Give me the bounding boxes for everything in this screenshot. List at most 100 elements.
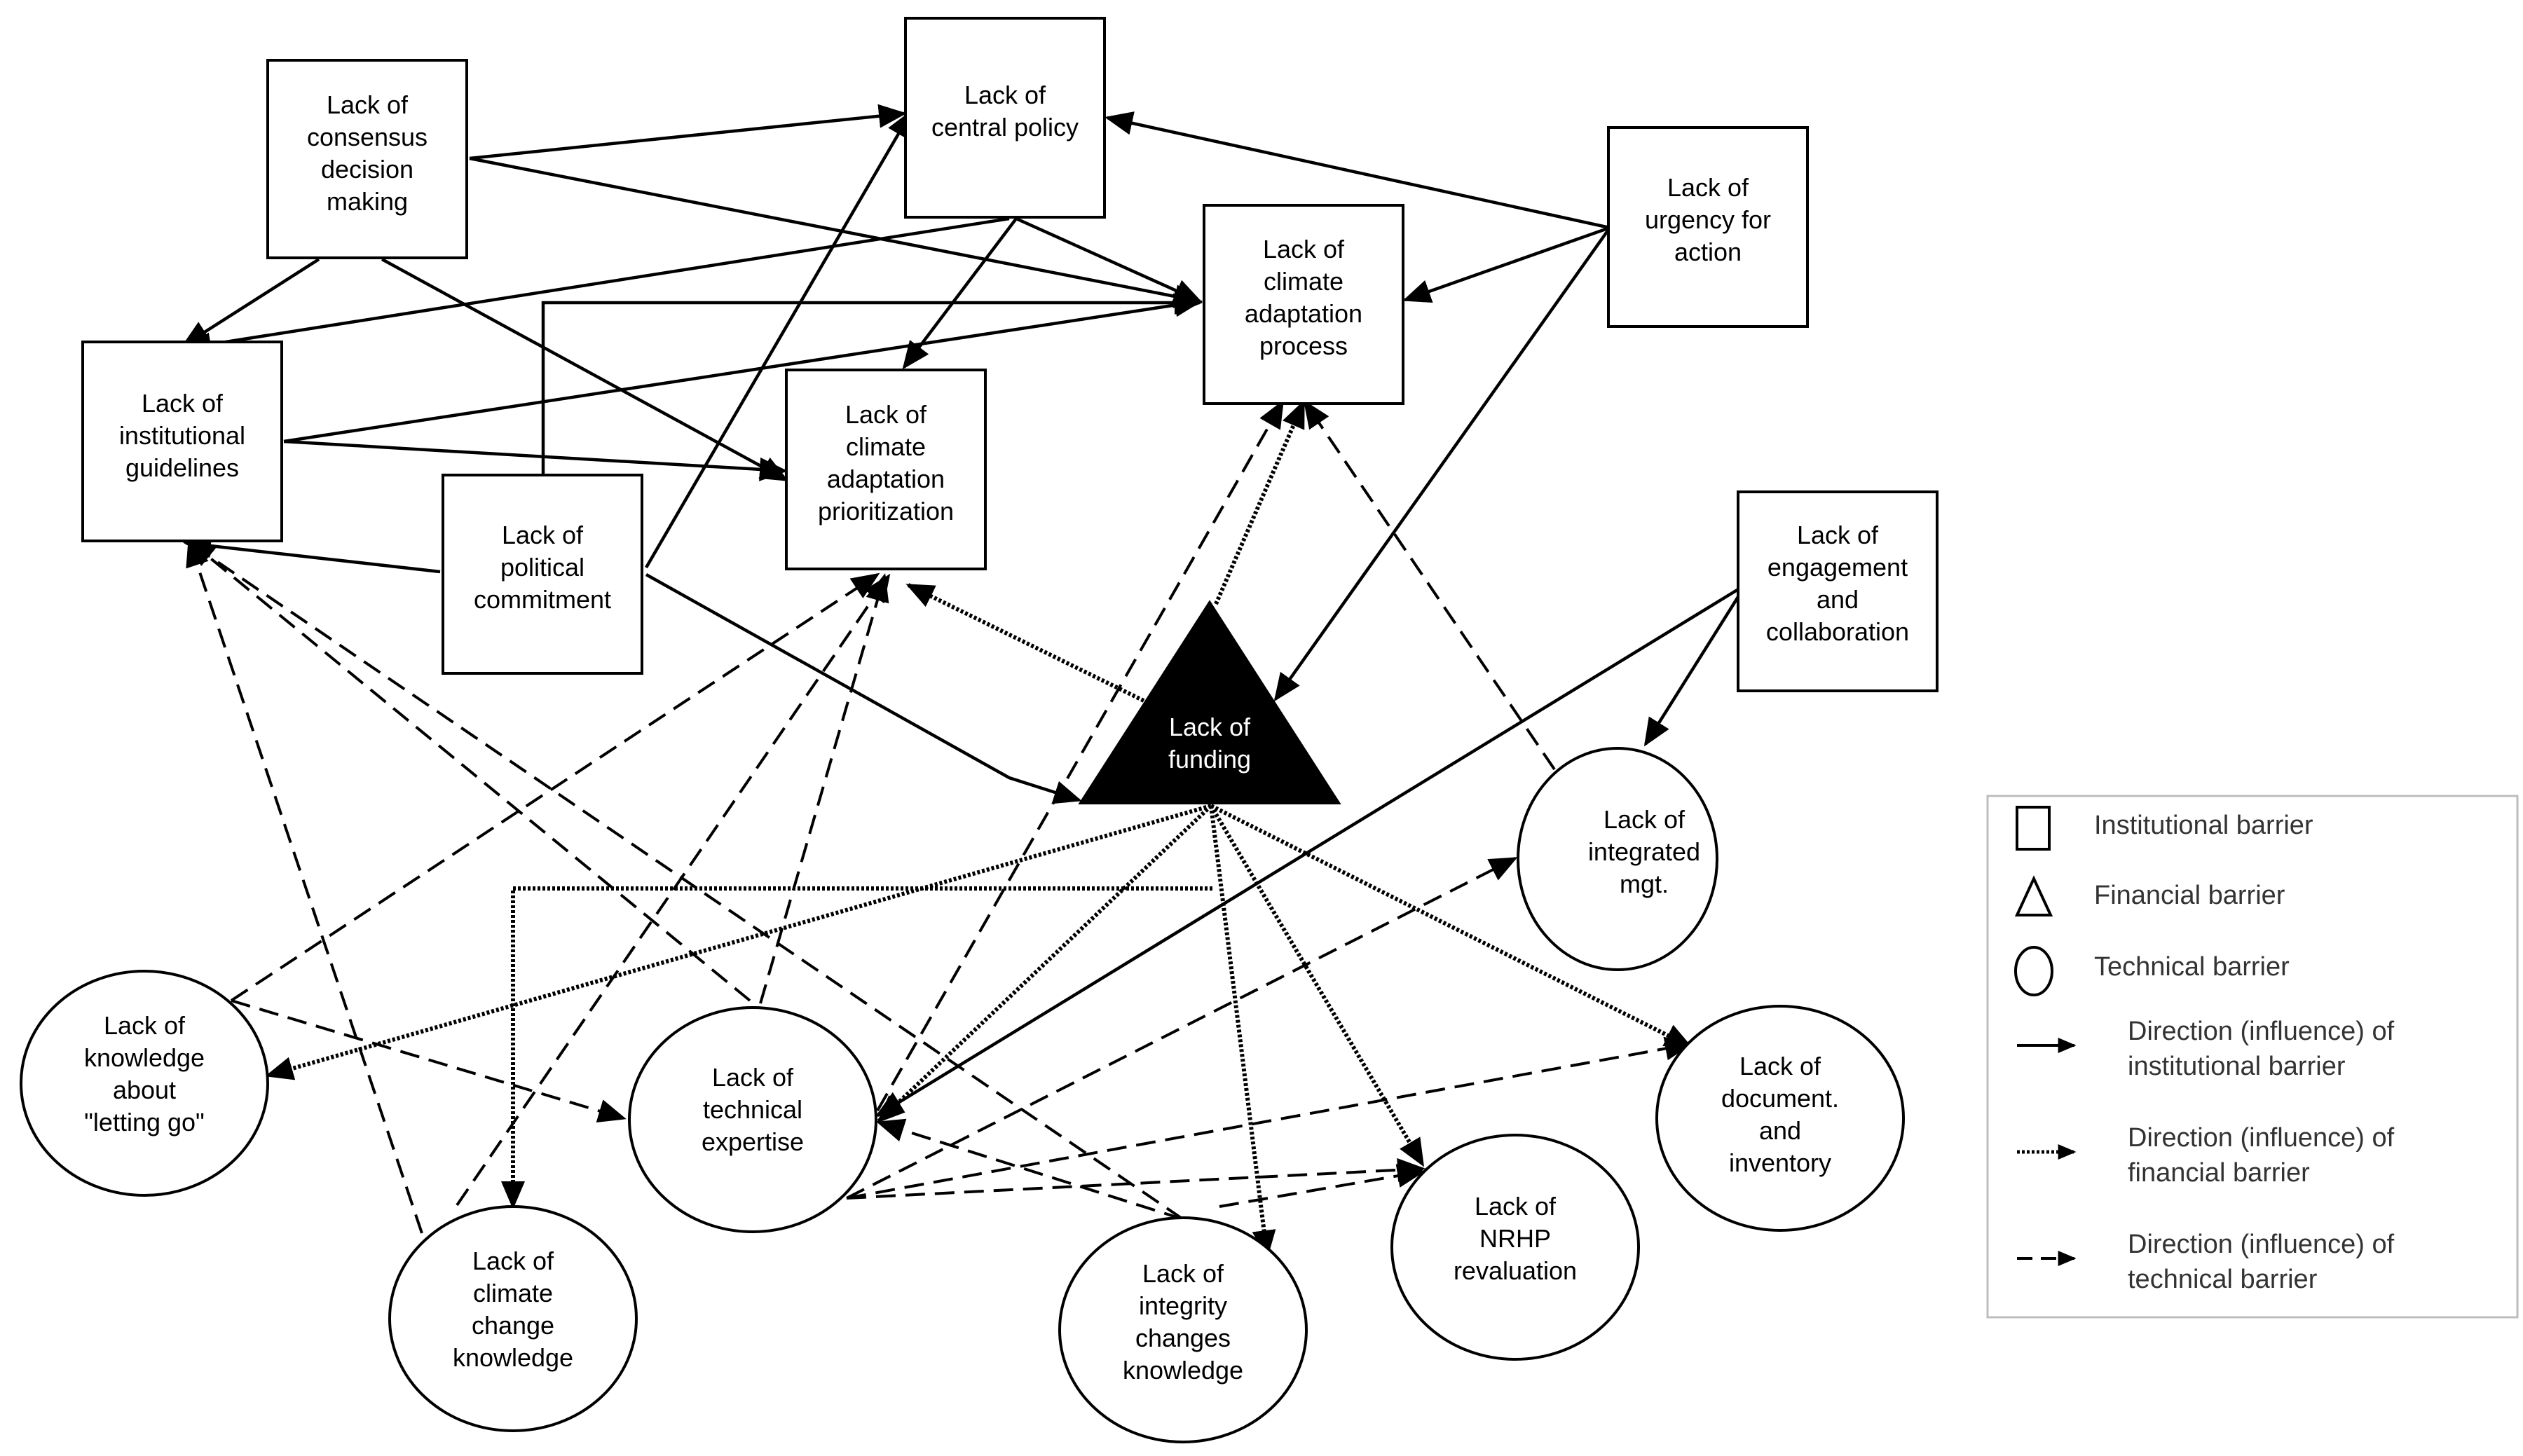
edge-political-funding xyxy=(645,573,1082,804)
edge-technical-prioritization xyxy=(759,573,889,1004)
label-line: Lack of xyxy=(472,1246,554,1275)
node-political xyxy=(442,474,643,675)
edge-funding-nrhp xyxy=(1209,804,1425,1167)
label-line: adaptation xyxy=(827,465,945,493)
edge-technical-nrhp xyxy=(846,1158,1425,1200)
edge-urgency-central-policy xyxy=(1105,111,1611,230)
edge-urgency-adaptation-process xyxy=(1402,226,1611,303)
edge-consensus-prioritization xyxy=(381,258,789,481)
edge-technical-document xyxy=(846,1036,1693,1200)
edge-guidelines-prioritization xyxy=(283,439,788,481)
edge-funding-technical xyxy=(877,804,1213,1123)
label-line: making xyxy=(327,187,408,216)
nodes xyxy=(20,17,1939,1443)
label-line: Lack of xyxy=(104,1011,186,1040)
label-line: consensus xyxy=(307,123,428,151)
node-climate-change xyxy=(388,1205,638,1432)
edge-integrity-nrhp xyxy=(1219,1164,1425,1208)
label-line: political xyxy=(500,553,584,582)
label-line: Lack of xyxy=(1263,235,1345,263)
label-line: Lack of xyxy=(1604,805,1686,834)
edge-technical-integrated xyxy=(846,857,1518,1200)
label-line: technical xyxy=(703,1095,802,1124)
edge-funding-adaptation-process xyxy=(1214,399,1306,605)
node-letting-go xyxy=(20,970,269,1197)
label-line: knowledge xyxy=(1123,1356,1243,1385)
node-guidelines xyxy=(81,341,283,542)
label-line: funding xyxy=(1168,745,1251,774)
label-line: central policy xyxy=(931,113,1079,142)
edge-integrity-guidelines xyxy=(185,540,1184,1221)
edge-central-policy-adaptation-process xyxy=(1016,217,1203,303)
label-line: climate xyxy=(1264,267,1343,296)
node-consensus xyxy=(266,59,468,259)
label-line: "letting go" xyxy=(84,1108,205,1136)
node-technical xyxy=(628,1006,877,1233)
label-line: integrity xyxy=(1139,1291,1227,1320)
edge-funding-climate-change xyxy=(501,886,1212,1209)
edge-funding-integrity xyxy=(1209,805,1276,1258)
label-line: knowledge xyxy=(84,1043,205,1072)
legend-institutional-label: Institutional barrier xyxy=(2094,811,2313,840)
label-line: Direction (influence) of xyxy=(2128,1017,2395,1046)
label-line: Lack of xyxy=(1667,173,1749,202)
label-line: Lack of xyxy=(845,400,927,429)
label-line: collaboration xyxy=(1766,617,1909,646)
node-document xyxy=(1655,1005,1905,1232)
technical-edges xyxy=(185,399,1693,1234)
label-line: revaluation xyxy=(1454,1256,1577,1285)
label-line: institutional xyxy=(119,421,245,450)
label-line: Lack of xyxy=(712,1063,794,1092)
label-letting-go: Lack of knowledge about "letting go" xyxy=(84,1011,205,1136)
financial-edges xyxy=(265,399,1693,1258)
node-prioritization xyxy=(785,369,987,570)
edge-political-adaptation-process xyxy=(541,291,1203,475)
label-line: and xyxy=(1759,1116,1801,1145)
edge-letting-go-technical xyxy=(231,999,627,1122)
label-line: decision xyxy=(321,155,413,184)
label-line: about xyxy=(113,1076,176,1104)
edge-technical-adaptation-process xyxy=(876,399,1284,1111)
edge-technical-guidelines xyxy=(186,539,751,1002)
label-adaptation-process: Lack of climate adaptation process xyxy=(1245,235,1362,360)
label-line: changes xyxy=(1135,1324,1231,1352)
node-engagement xyxy=(1737,490,1939,692)
node-integrated xyxy=(1517,747,1718,971)
label-funding: Lack of funding xyxy=(1168,713,1251,774)
label-line: Lack of xyxy=(1169,713,1251,741)
label-line: process xyxy=(1259,331,1348,360)
edges xyxy=(181,104,1746,1258)
label-line: Lack of xyxy=(502,521,584,549)
edge-central-policy-guidelines xyxy=(183,217,1010,357)
label-line: action xyxy=(1674,238,1742,266)
label-line: integrated xyxy=(1588,837,1700,866)
label-line: adaptation xyxy=(1245,299,1362,328)
edge-climate-change-guidelines xyxy=(186,538,423,1234)
label-line: knowledge xyxy=(453,1343,573,1372)
label-line: Lack of xyxy=(1475,1192,1557,1221)
label-line: climate xyxy=(473,1279,553,1307)
edge-political-central-policy xyxy=(645,109,913,569)
label-line: Lack of xyxy=(1142,1259,1224,1288)
label-integrity: Lack of integrity changes knowledge xyxy=(1123,1259,1243,1385)
label-line: technical barrier xyxy=(2128,1265,2318,1294)
label-line: climate xyxy=(846,432,926,461)
edge-engagement-integrated xyxy=(1643,584,1746,747)
edge-integrated-adaptation-process xyxy=(1303,399,1556,771)
node-integrity xyxy=(1058,1216,1308,1443)
legend: Institutional barrier Financial barrier … xyxy=(1986,795,2519,1319)
